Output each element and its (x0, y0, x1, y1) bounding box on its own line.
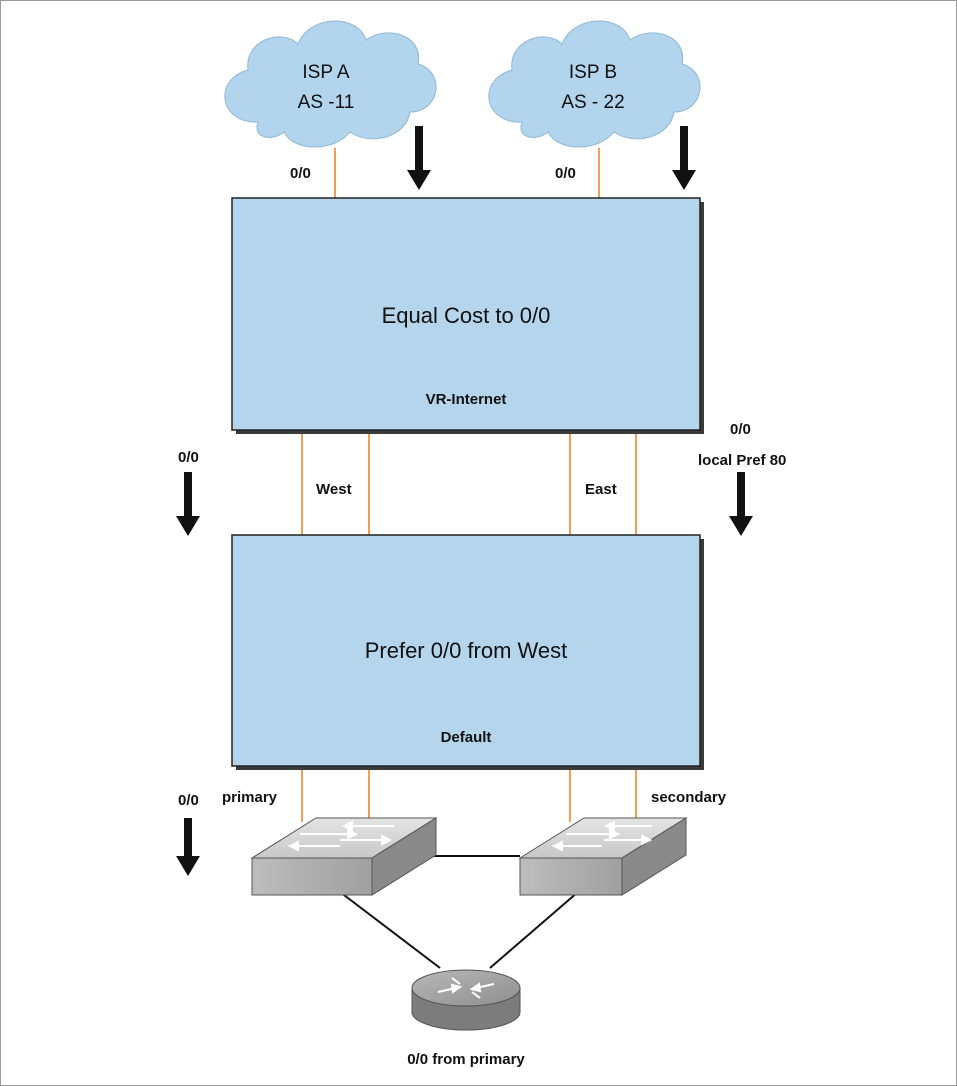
down-arrow-icon (729, 472, 753, 536)
router-route-label: 0/0 from primary (407, 1051, 525, 1068)
down-arrows (176, 126, 753, 876)
primary-label: primary (222, 789, 278, 806)
isp-a-cloud: ISP A AS -11 (224, 20, 437, 148)
isp-a-route-label: 0/0 (290, 165, 311, 182)
default-title: Prefer 0/0 from West (365, 638, 568, 663)
isp-a-as: AS -11 (298, 92, 355, 113)
down-arrow-icon (176, 818, 200, 876)
primary-switch (250, 817, 438, 896)
orange-links (301, 148, 637, 822)
left-route-bottom-label: 0/0 (178, 792, 199, 809)
down-arrow-icon (176, 472, 200, 536)
east-label: East (585, 481, 617, 498)
isp-b-as: AS - 22 (561, 92, 624, 113)
vr-internet-name: VR-Internet (426, 391, 507, 408)
right-route-mid-label: 0/0 (730, 421, 751, 438)
secondary-router-link (489, 891, 579, 969)
vr-internet-box (231, 197, 701, 431)
host-router (411, 969, 521, 1031)
black-links (339, 855, 579, 969)
isp-b-route-label: 0/0 (555, 165, 576, 182)
cloud-icon (224, 20, 437, 148)
default-router: Prefer 0/0 from West Default (231, 534, 704, 770)
isp-a-name: ISP A (302, 62, 350, 83)
secondary-label: secondary (651, 789, 727, 806)
west-label: West (316, 481, 352, 498)
router-icon (411, 969, 521, 1007)
down-arrow-icon (672, 126, 696, 190)
down-arrow-icon (407, 126, 431, 190)
default-box (231, 534, 701, 767)
switch-side (371, 817, 437, 896)
primary-router-link (339, 891, 441, 969)
switch-front (519, 857, 623, 896)
local-pref-label: local Pref 80 (698, 452, 786, 469)
cloud-icon (488, 20, 701, 148)
switch-side (621, 817, 687, 896)
secondary-switch (518, 817, 688, 896)
switch-arrows (551, 820, 653, 852)
vr-internet-title: Equal Cost to 0/0 (382, 303, 551, 328)
left-route-mid-label: 0/0 (178, 449, 199, 466)
router-arrows (437, 977, 495, 999)
isp-b-cloud: ISP B AS - 22 (488, 20, 701, 148)
vr-internet-router: Equal Cost to 0/0 VR-Internet (231, 197, 704, 434)
switch-front (251, 857, 373, 896)
isp-b-name: ISP B (569, 62, 617, 83)
default-name: Default (441, 729, 492, 746)
switch-arrows (287, 820, 394, 852)
